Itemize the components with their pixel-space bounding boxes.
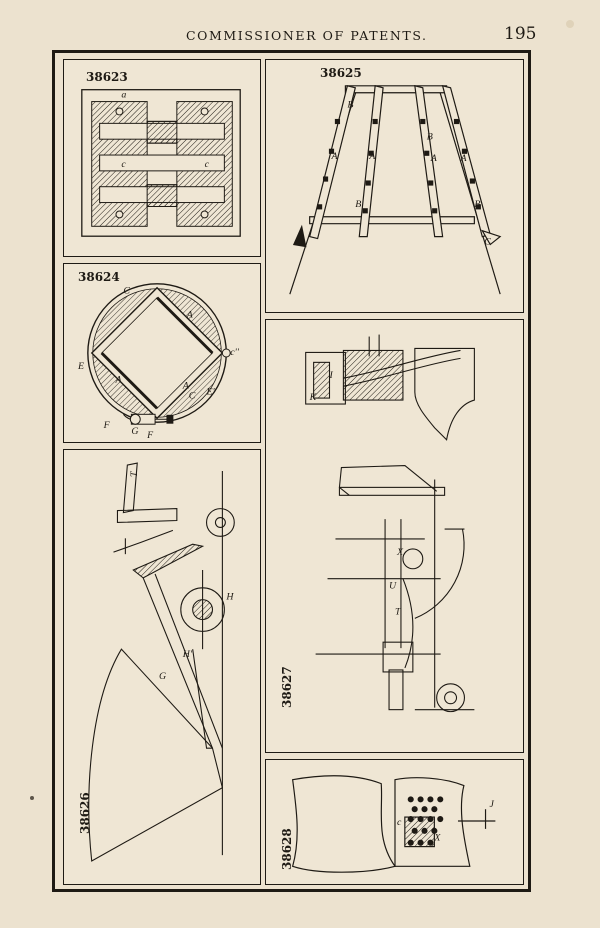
- figure-38624-drawing: C A c'' E A A C E' F G F: [77, 283, 240, 441]
- label-U: U: [389, 581, 397, 592]
- figure-38626-drawing: T H G H': [88, 462, 235, 862]
- label-A: A: [459, 153, 467, 164]
- label-T: T: [129, 470, 140, 477]
- figure-38628-drawing: c J X: [291, 775, 496, 873]
- label-A: A: [182, 381, 190, 392]
- label-c: c: [397, 817, 402, 828]
- label-B: B: [427, 131, 433, 142]
- label-X: X: [433, 833, 441, 844]
- label-A: A: [430, 153, 438, 164]
- page-number: 195: [504, 24, 537, 44]
- label-c: c: [121, 159, 126, 170]
- figure-38627-panel: 38627: [265, 319, 524, 753]
- figure-38623-drawing: a c c: [81, 89, 241, 237]
- figure-38628-panel: 38628 c J X: [265, 759, 524, 885]
- label-T: T: [395, 606, 402, 617]
- figure-38623-panel: 38623 a c c: [63, 59, 261, 257]
- label-A: A: [115, 375, 123, 386]
- label-X: X: [396, 547, 404, 558]
- label-C: C: [484, 237, 491, 248]
- figure-38627-drawing: K I U X T: [305, 334, 475, 713]
- ink-speck: [30, 796, 34, 800]
- label-F: F: [103, 420, 111, 431]
- patent-plate: 38623 a c c 38625: [52, 50, 531, 892]
- page-running-title: COMMISSIONER OF PATENTS.: [186, 28, 428, 43]
- label-c: c: [205, 159, 210, 170]
- figure-number: 38625: [320, 66, 362, 80]
- figure-38626-panel: 38626 T H G H': [63, 449, 261, 885]
- figure-38625-drawing: B A A B A A B B C: [289, 84, 502, 295]
- paper-stain: [566, 20, 574, 28]
- label-C: C: [123, 286, 130, 297]
- label-a: a: [121, 90, 126, 101]
- label-H: H: [225, 592, 234, 603]
- label-c-double-prime: c'': [230, 347, 239, 358]
- label-I: I: [329, 370, 334, 381]
- label-A: A: [368, 151, 376, 162]
- figure-number: 38624: [78, 270, 120, 284]
- label-B: B: [347, 100, 353, 111]
- label-G: G: [159, 671, 166, 682]
- figure-number: 38623: [86, 70, 128, 84]
- label-F: F: [146, 430, 154, 441]
- figure-38625-panel: 38625: [265, 59, 524, 313]
- figure-38624-panel: 38624 C A c'' E A A C: [63, 263, 261, 443]
- page-header: COMMISSIONER OF PATENTS. 195: [0, 24, 600, 46]
- label-E-prime: E': [205, 387, 215, 398]
- label-E: E: [77, 361, 84, 372]
- label-C: C: [189, 390, 196, 401]
- label-K: K: [309, 392, 318, 403]
- label-G: G: [131, 426, 138, 437]
- label-A: A: [186, 309, 194, 320]
- label-B: B: [474, 199, 480, 210]
- label-A: A: [331, 151, 339, 162]
- label-J: J: [489, 799, 494, 810]
- label-H-prime: H': [182, 649, 193, 660]
- label-B: B: [355, 199, 361, 210]
